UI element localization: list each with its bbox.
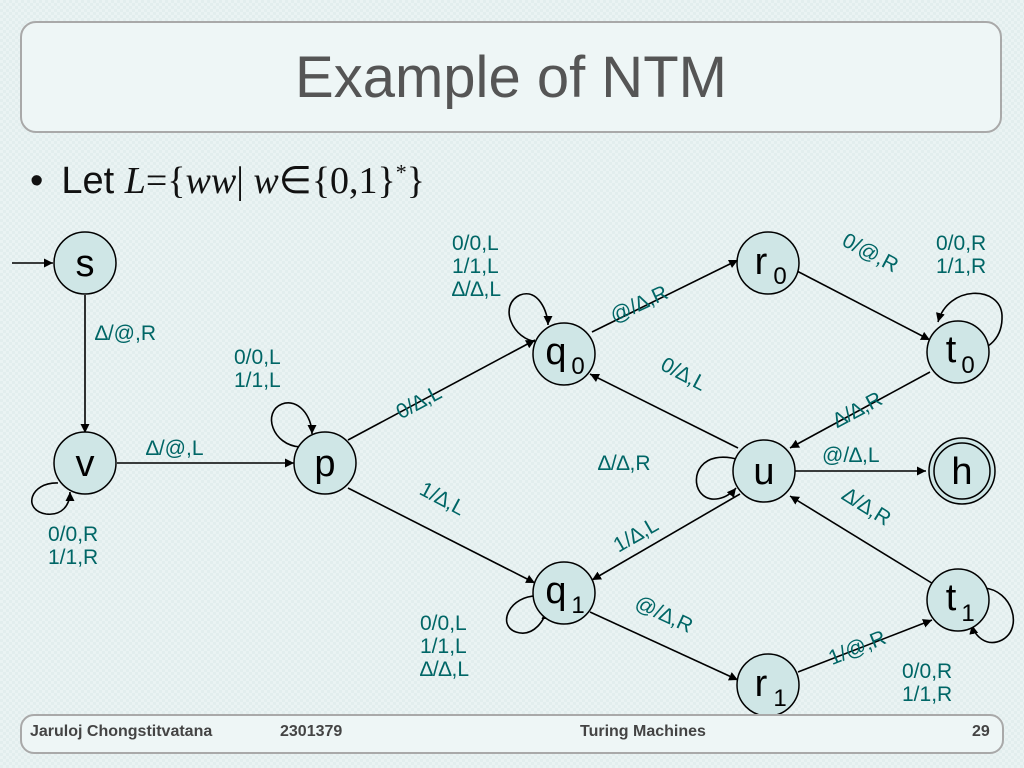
state-sub-q1: 1 [571,592,584,619]
language-definition: L={ww| w∈{0,1}*} [124,159,426,202]
edge-p-q1 [347,487,536,584]
label-p-loop-1: 0/0,L [234,346,281,369]
math-in: ∈ [278,160,312,202]
edge-r1-t1 [797,619,933,673]
math-close: } [406,160,426,202]
label-q1-r1: @/∆,R [631,591,696,638]
state-sub-t1: 1 [961,600,974,627]
edge-q0-r0 [591,259,739,333]
label-v-loop-1: 0/0,R [48,523,98,546]
label-q1-loop-2: 1/1,L [420,635,467,658]
state-label-s: s [76,243,95,285]
label-u-loop: ∆/∆,R [598,452,651,475]
label-v-loop-2: 1/1,R [48,546,98,569]
label-r0-t0: 0/@,R [838,229,902,277]
footer-topic: Turing Machines [580,723,706,740]
title-box: Example of NTM [20,21,1002,133]
edge-t0-u [789,371,931,449]
state-sub-t0: 0 [961,352,974,379]
transition-labels: ∆/@,R ∆/@,L 0/0,R 1/1,R 0/0,L 1/1,L 0/∆,… [48,229,986,706]
edge-q1-r1 [589,611,739,681]
state-label-h: h [951,451,972,493]
label-t0-loop-1: 0/0,R [936,232,986,255]
state-t0 [926,320,990,384]
state-q0 [532,322,596,386]
edge-q1-loop [505,595,551,634]
label-p-loop-2: 1/1,L [234,369,281,392]
math-L: L [124,160,146,202]
math-ww: ww [185,160,237,202]
state-s [53,231,117,295]
label-s-v: ∆/@,R [95,322,156,345]
state-label-r0: r [755,241,768,283]
label-q0-loop-3: ∆/∆,L [452,278,501,301]
footer-bar [20,714,1004,754]
state-label-p: p [314,443,335,485]
state-sub-q0: 0 [571,353,584,380]
label-t1-loop-2: 1/1,R [902,683,952,706]
bullet-prefix: Let [61,160,115,202]
edges [12,258,1015,681]
footer-course: 2301379 [280,723,343,740]
state-labels: s v p u h q 0 q 1 r 0 r 1 t 0 t 1 [76,241,975,712]
edge-t1-loop [969,587,1015,644]
edge-p-loop [270,402,317,448]
state-q1 [532,561,596,625]
state-t1 [926,568,990,632]
label-p-q0: 0/∆,L [392,381,445,424]
state-label-r1: r [755,663,768,705]
label-q0-r0: @/∆,R [607,281,672,328]
edge-p-q0 [347,339,536,441]
state-u [732,439,796,503]
math-open: { [167,160,186,202]
state-h-inner [933,442,991,500]
label-u-q0: 0/∆,L [657,353,710,396]
math-w: w [253,160,279,202]
bullet-dot-icon: • [30,160,44,202]
state-r1 [736,653,800,717]
state-label-u: u [753,451,774,493]
edge-u-q0 [589,373,739,449]
state-label-t0: t [946,329,957,371]
state-sub-r1: 1 [773,685,786,712]
edge-u-q1 [591,493,741,581]
states [53,231,996,717]
state-r0 [736,231,800,295]
label-u-h: @/∆,L [822,444,880,467]
math-set: {0,1} [311,160,396,202]
edge-r0-t0 [794,269,931,341]
state-p [293,431,357,495]
state-sub-r0: 0 [773,263,786,290]
label-v-p: ∆/@,L [146,437,204,460]
state-v [53,431,117,495]
label-t0-loop-2: 1/1,R [936,255,986,278]
label-q1-loop-1: 0/0,L [420,612,467,635]
label-q0-loop-2: 1/1,L [452,255,499,278]
edge-q0-loop [508,292,553,343]
math-bar: | [236,160,244,202]
bullet-line: • Let L={ww| w∈{0,1}*} [30,158,425,203]
label-t0-u: ∆/∆,R [829,388,886,433]
state-label-q0: q [545,331,566,373]
math-star: * [395,159,407,185]
label-t1-loop-1: 0/0,R [902,660,952,683]
state-label-q1: q [545,570,566,612]
label-q0-loop-1: 0/0,L [452,232,499,255]
edge-u-loop [695,456,741,500]
label-t1-u: ∆/∆,R [838,483,895,530]
state-label-t1: t [946,577,957,619]
label-p-q1: 1/∆,L [416,478,469,521]
footer-page-number: 29 [972,723,990,740]
edge-t1-u [789,495,936,586]
label-r1-t1: 1/@,R [825,626,889,670]
state-label-v: v [76,443,95,485]
label-u-q1: 1/∆,L [610,513,663,557]
math-eq: = [145,160,168,202]
footer-author: Jaruloj Chongstitvatana [30,723,213,740]
slide-title: Example of NTM [295,44,727,110]
edge-v-loop [31,482,75,515]
label-q1-loop-3: ∆/∆,L [420,658,469,681]
